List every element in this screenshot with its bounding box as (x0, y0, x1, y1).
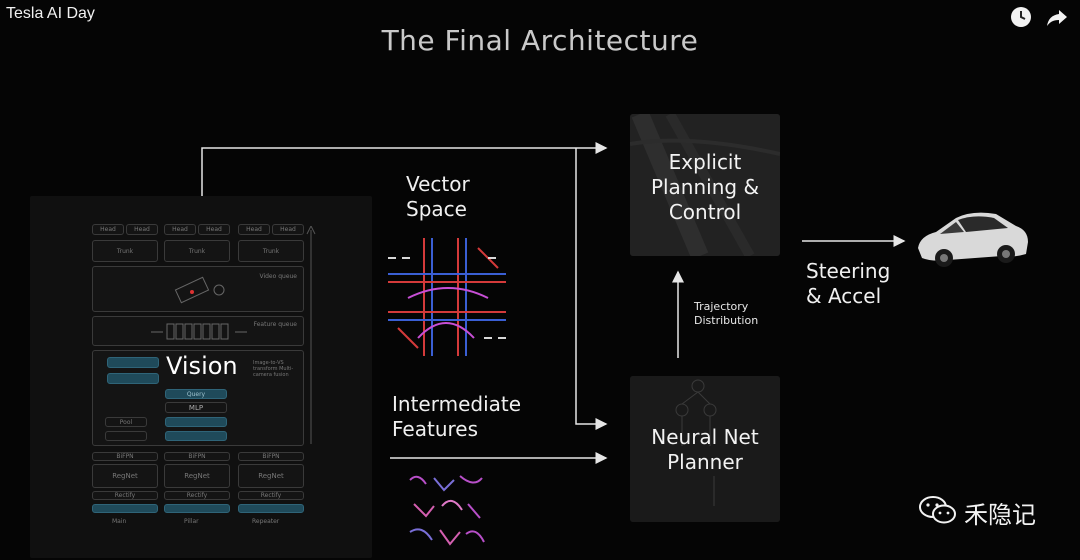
road-background (630, 114, 780, 256)
steering-accel-label: Steering & Accel (806, 259, 890, 309)
video-queue-block: Video queue (92, 266, 304, 312)
teal-block (164, 504, 230, 513)
video-queue-label: Video queue (259, 273, 297, 280)
steering-line2: & Accel (806, 284, 882, 308)
mlp-block: MLP (165, 402, 227, 413)
trunk-block: Trunk (164, 240, 230, 262)
camera-label: Main (112, 517, 127, 525)
rectify-block: Rectify (164, 491, 230, 500)
vision-to-planning-line (201, 142, 608, 196)
steering-line1: Steering (806, 259, 891, 283)
planning-line3: Control (668, 200, 742, 224)
bifpn-block: BiFPN (164, 452, 230, 461)
vision-label: Vision (166, 352, 238, 380)
feature-stack-glyph (151, 323, 247, 340)
planning-line2: Planning & (650, 175, 760, 199)
teal-block (107, 357, 159, 368)
trajectory-line1: Trajectory (694, 300, 749, 313)
trunk-block: Trunk (92, 240, 158, 262)
head-block: Head (272, 224, 304, 235)
vector-space-line2: Space (406, 197, 467, 221)
clock-icon[interactable] (1010, 6, 1032, 28)
planner-tree-background (630, 376, 780, 522)
bifpn-block: BiFPN (238, 452, 304, 461)
top-icons (1010, 6, 1068, 28)
planner-line2: Planner (667, 450, 743, 474)
intermediate-features-image (409, 475, 485, 546)
share-arrow-icon[interactable] (1046, 6, 1068, 28)
teal-block (165, 431, 227, 441)
fusion-block: Image-to-VS transform Multi-camera fusio… (92, 350, 304, 446)
neural-net-planner-label: Neural Net Planner (630, 425, 780, 475)
feature-queue-block: Feature queue (92, 316, 304, 346)
teal-block (107, 373, 159, 384)
camera-label: Pillar (184, 517, 199, 525)
regnet-block: RegNet (164, 464, 230, 488)
watermark: 禾隐记 (918, 494, 1036, 530)
trajectory-line2: Distribution (694, 314, 759, 327)
rectify-block: Rectify (238, 491, 304, 500)
explicit-planning-label: Explicit Planning & Control (630, 150, 780, 225)
vector-space-label: Vector Space (406, 172, 470, 222)
head-block: Head (92, 224, 124, 235)
teal-block (92, 504, 158, 513)
head-block: Head (164, 224, 196, 235)
regnet-block: RegNet (92, 464, 158, 488)
planner-line1: Neural Net (651, 425, 759, 449)
bifpn-block: BiFPN (92, 452, 158, 461)
side-flow-arrow (306, 226, 316, 444)
feature-queue-label: Feature queue (253, 321, 297, 328)
intermediate-line1: Intermediate (392, 392, 522, 416)
teal-block (165, 417, 227, 427)
query-block: Query (165, 389, 227, 399)
trajectory-distribution-label: Trajectory Distribution (694, 300, 758, 328)
teal-block (238, 504, 304, 513)
small-block (105, 431, 147, 441)
camera-label: Repeater (252, 517, 280, 525)
head-block: Head (238, 224, 270, 235)
head-block: Head (198, 224, 230, 235)
branch-to-planner-line (575, 148, 608, 430)
neural-net-planner-box: Neural Net Planner (630, 376, 780, 522)
fusion-text: Image-to-VS transform Multi-camera fusio… (253, 360, 294, 378)
wechat-icon (918, 494, 958, 530)
pool-block: Pool (105, 417, 147, 427)
car-topview-glyph (174, 276, 225, 304)
vector-space-line1: Vector (406, 172, 470, 196)
watermark-text: 禾隐记 (964, 500, 1036, 529)
trunk-block: Trunk (238, 240, 304, 262)
video-title[interactable]: Tesla AI Day (6, 5, 95, 22)
vision-panel: Head Head Head Head Head Head Trunk Trun… (30, 196, 372, 558)
intermediate-features-label: Intermediate Features (392, 392, 521, 442)
planning-line1: Explicit (668, 150, 742, 174)
regnet-block: RegNet (238, 464, 304, 488)
rectify-block: Rectify (92, 491, 158, 500)
vector-space-image (388, 238, 506, 356)
explicit-planning-box: Explicit Planning & Control (630, 114, 780, 256)
slide-title: The Final Architecture (381, 24, 699, 57)
head-block: Head (126, 224, 158, 235)
tesla-car-image (918, 212, 1028, 267)
intermediate-line2: Features (392, 417, 478, 441)
